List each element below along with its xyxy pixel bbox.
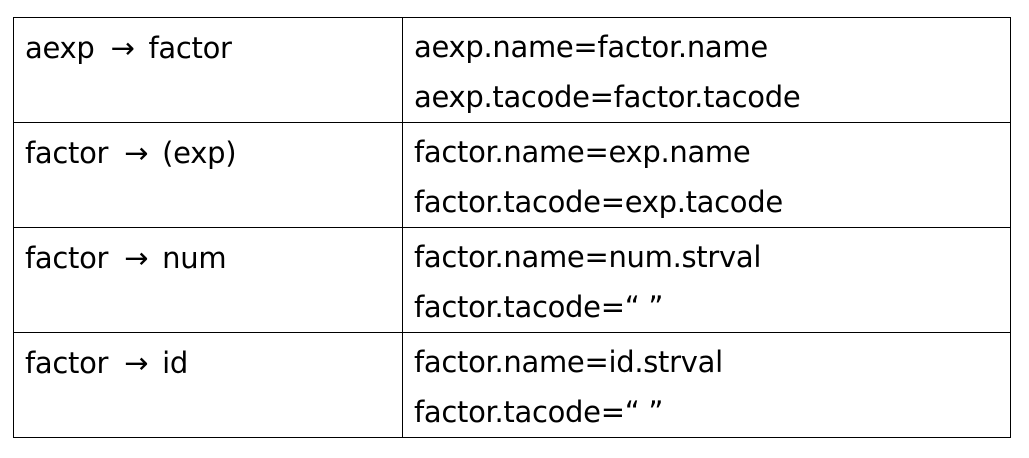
- semantic-rules-table: aexp → factor aexp.name=factor.name aexp.t…: [13, 17, 1011, 438]
- semantic-rule-line: aexp.name=factor.name: [414, 30, 768, 64]
- production-cell: factor → num: [13, 227, 403, 333]
- semantic-rule-line: factor.name=id.strval: [414, 345, 723, 379]
- table-row: aexp → factor aexp.name=factor.name aexp.t…: [13, 17, 1011, 123]
- semantic-rule-line: factor.tacode=“ ”: [414, 395, 664, 429]
- semantic-rule-line: aexp.tacode=factor.tacode: [414, 80, 801, 114]
- table-row: factor → id factor.name=id.strval factor.t…: [13, 332, 1011, 438]
- table-row: factor → (exp) factor.name=exp.name factor…: [13, 122, 1011, 228]
- production-rhs: (exp): [162, 136, 237, 170]
- production-rhs: factor: [148, 31, 232, 65]
- production-lhs: factor: [25, 136, 109, 170]
- semantic-rule-line: factor.name=exp.name: [414, 135, 751, 169]
- semantic-rule-line: factor.name=num.strval: [414, 240, 762, 274]
- semantic-rule-line: factor.tacode=“ ”: [414, 290, 664, 324]
- production-lhs: factor: [25, 241, 109, 275]
- production-lhs: aexp: [25, 31, 95, 65]
- semantic-rule-line: factor.tacode=exp.tacode: [414, 185, 783, 219]
- semantic-rule-cell: factor.name=exp.name factor.tacode=exp.t…: [402, 122, 1011, 228]
- semantic-rule-cell: factor.name=id.strval factor.tacode=“ ”: [402, 332, 1011, 438]
- production-rhs: id: [162, 346, 189, 380]
- production-cell: factor → (exp): [13, 122, 403, 228]
- production-cell: aexp → factor: [13, 17, 403, 123]
- table-row: factor → num factor.name=num.strval factor…: [13, 227, 1011, 333]
- production-arrow: →: [124, 136, 149, 170]
- production-rhs: num: [162, 241, 227, 275]
- production-lhs: factor: [25, 346, 109, 380]
- production-arrow: →: [110, 31, 135, 65]
- production-cell: factor → id: [13, 332, 403, 438]
- production-arrow: →: [124, 346, 149, 380]
- production-arrow: →: [124, 241, 149, 275]
- semantic-rule-cell: aexp.name=factor.name aexp.tacode=factor…: [402, 17, 1011, 123]
- semantic-rule-cell: factor.name=num.strval factor.tacode=“ ”: [402, 227, 1011, 333]
